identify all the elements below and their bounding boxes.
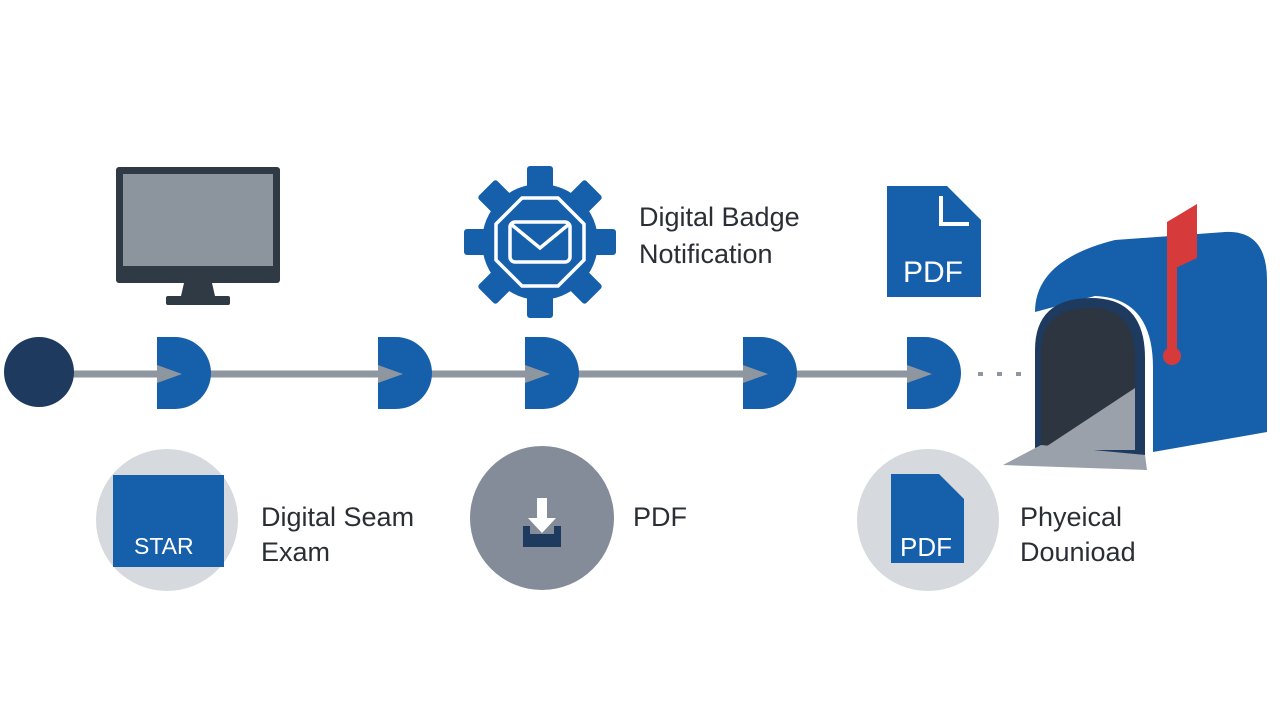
download-tray-icon — [470, 446, 614, 590]
pdf-step-label: PDF — [633, 502, 687, 532]
start-card-icon: STAR — [113, 475, 224, 567]
physical-label-line2: Dounioad — [1020, 537, 1136, 567]
chevron-node-2 — [378, 337, 432, 409]
chevron-node-3 — [525, 337, 579, 409]
badge-label-line2: Notification — [639, 239, 773, 269]
badge-label-line1: Digital Badge — [639, 202, 800, 232]
pdf-doc-label: PDF — [903, 256, 963, 289]
exam-label-line2: Exam — [261, 537, 331, 567]
start-node-icon — [4, 337, 74, 407]
pdf-doc-label: PDF — [900, 532, 952, 562]
chevron-node-1 — [157, 337, 211, 409]
mailbox-icon — [1003, 204, 1267, 470]
pdf-document-icon: PDF — [889, 472, 966, 565]
start-card-label: STAR — [134, 533, 194, 559]
chevron-node-4 — [743, 337, 797, 409]
monitor-icon — [116, 167, 280, 305]
chevron-node-5 — [907, 337, 961, 409]
pdf-doc-shape — [891, 474, 964, 563]
pdf-document-icon: PDF — [885, 184, 983, 299]
physical-label-line1: Phyeical — [1020, 502, 1123, 532]
pdf-doc-shape — [887, 186, 981, 297]
exam-label-line1: Digital Seam — [261, 502, 415, 532]
gear-envelope-icon — [464, 166, 616, 318]
